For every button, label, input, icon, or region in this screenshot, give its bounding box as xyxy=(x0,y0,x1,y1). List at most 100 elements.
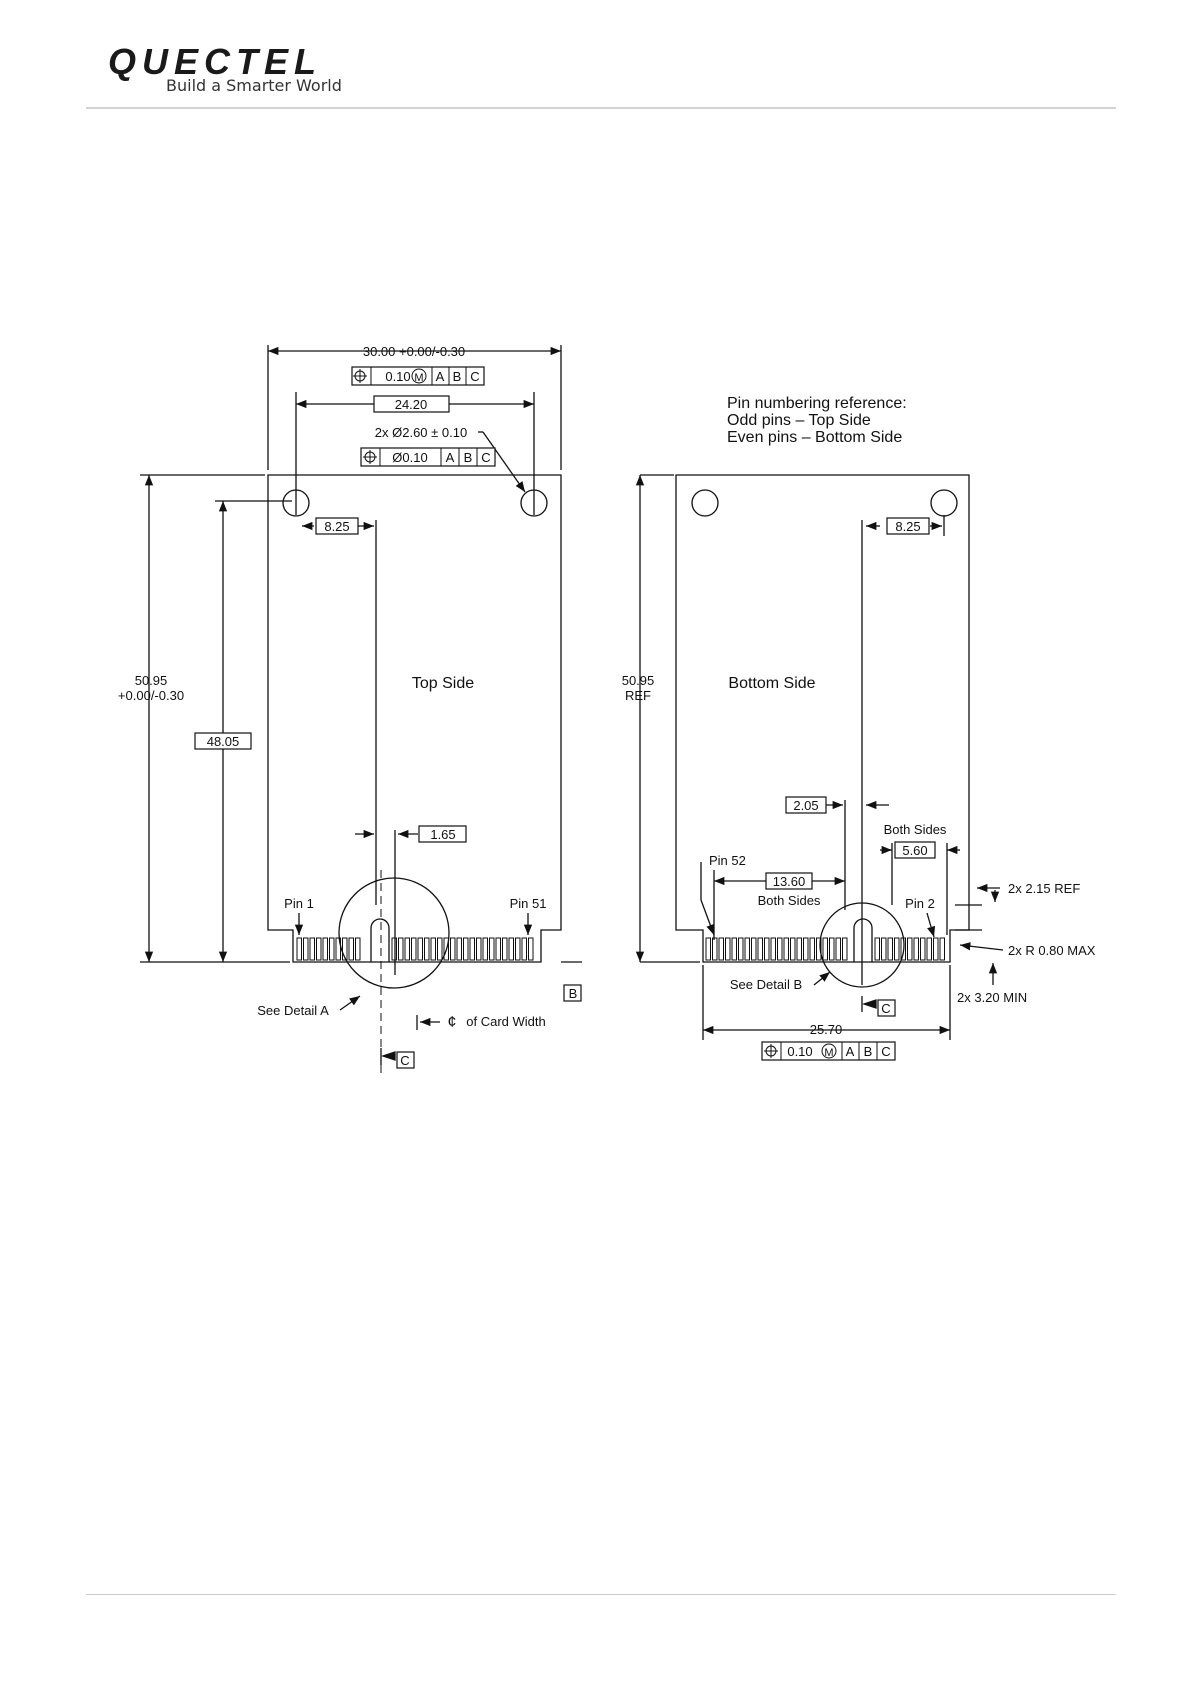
fcf-bottom-value: 0.10 xyxy=(787,1044,812,1059)
pin-51-label: Pin 51 xyxy=(510,896,547,911)
contact-finger xyxy=(521,937,527,961)
contact-finger xyxy=(424,937,430,961)
see-detail-a: See Detail A xyxy=(257,1003,329,1018)
top-side-label: Top Side xyxy=(412,675,474,692)
contact-finger xyxy=(495,937,501,961)
contact-finger xyxy=(712,937,718,961)
contact-finger xyxy=(355,937,361,961)
bottom-hole-left xyxy=(691,489,719,517)
pin-52-label: Pin 52 xyxy=(709,853,746,868)
contact-finger xyxy=(738,937,744,961)
bottom-height-dim-1: 50.95 xyxy=(622,673,655,688)
fcf-holes-datum-c: C xyxy=(481,450,490,465)
contact-finger xyxy=(796,937,802,961)
pin-2-label: Pin 2 xyxy=(905,896,935,911)
fcf-width-datum-b: B xyxy=(453,369,462,384)
fcf-width-datum-a: A xyxy=(436,369,445,384)
contact-finger xyxy=(450,937,456,961)
contact-finger xyxy=(783,937,789,961)
bottom-side-label: Bottom Side xyxy=(728,675,815,692)
contact-finger xyxy=(417,937,423,961)
top-card-outline xyxy=(267,474,562,963)
contact-finger xyxy=(939,937,945,961)
footer-divider xyxy=(86,1594,1116,1595)
bottom-card-outline xyxy=(675,474,970,963)
contact-finger xyxy=(515,937,521,961)
contact-finger xyxy=(411,937,417,961)
contact-finger xyxy=(476,937,482,961)
contact-finger xyxy=(881,937,887,961)
contact-finger xyxy=(391,937,397,961)
contact-finger xyxy=(456,937,462,961)
contact-finger xyxy=(398,937,404,961)
contact-finger xyxy=(463,937,469,961)
top-pin-contacts xyxy=(296,937,534,961)
contact-finger xyxy=(348,937,354,961)
contact-finger xyxy=(744,937,750,961)
fcf-holes-datum-b: B xyxy=(464,450,473,465)
contact-finger xyxy=(829,937,835,961)
contact-finger xyxy=(894,937,900,961)
pin-reference-title: Pin numbering reference: xyxy=(727,395,907,412)
quectel-logo: QUECTEL xyxy=(108,41,323,82)
contact-finger xyxy=(705,937,711,961)
contact-finger xyxy=(887,937,893,961)
pad-width: 5.60 xyxy=(902,843,927,858)
page-header: QUECTEL Build a Smarter World xyxy=(0,0,1191,115)
top-key-slot xyxy=(370,918,390,962)
top-hole-spacing: 24.20 xyxy=(395,397,428,412)
contact-finger xyxy=(316,937,322,961)
contact-finger xyxy=(822,937,828,961)
contact-finger xyxy=(900,937,906,961)
fcf-width-value: 0.10 xyxy=(385,369,410,384)
contact-finger xyxy=(842,937,848,961)
bottom-hole-offset: 8.25 xyxy=(895,519,920,534)
contact-finger xyxy=(329,937,335,961)
contact-finger xyxy=(718,937,724,961)
contact-finger xyxy=(309,937,315,961)
span-dim: 13.60 xyxy=(773,874,806,889)
bottom-key-offset: 2.05 xyxy=(793,798,818,813)
datum-c-top: C xyxy=(400,1053,409,1068)
contact-finger xyxy=(803,937,809,961)
datum-c-bottom: C xyxy=(881,1001,890,1016)
fcf-bottom-datum-b: B xyxy=(864,1044,873,1059)
contact-finger xyxy=(757,937,763,961)
contact-finger xyxy=(528,937,534,961)
pin-reference-even: Even pins – Bottom Side xyxy=(727,429,902,446)
contact-finger xyxy=(933,937,939,961)
contact-finger xyxy=(296,937,302,961)
top-hole-height: 48.05 xyxy=(207,734,240,749)
contact-finger xyxy=(790,937,796,961)
contact-finger xyxy=(469,937,475,961)
detail-a-circle xyxy=(338,877,450,989)
contact-finger xyxy=(809,937,815,961)
fcf-holes-datum-a: A xyxy=(446,450,455,465)
top-height-dim-2: +0.00/-0.30 xyxy=(118,688,184,703)
contact-finger xyxy=(303,937,309,961)
contact-finger xyxy=(508,937,514,961)
datum-b: B xyxy=(569,986,578,1001)
contact-finger xyxy=(725,937,731,961)
contact-finger xyxy=(913,937,919,961)
contact-finger xyxy=(482,937,488,961)
contact-finger xyxy=(777,937,783,961)
contact-finger xyxy=(443,937,449,961)
contact-finger xyxy=(502,937,508,961)
centerline-label: of Card Width xyxy=(466,1014,545,1029)
fcf-holes-value: Ø0.10 xyxy=(392,450,427,465)
top-width-dim: 30.00 +0.00/-0.30 xyxy=(363,344,465,359)
contact-finger xyxy=(816,937,822,961)
contact-finger xyxy=(835,937,841,961)
see-detail-b: See Detail B xyxy=(730,977,802,992)
bottom-pin-contacts xyxy=(705,937,945,961)
bottom-hole-right xyxy=(930,489,958,517)
contact-finger xyxy=(926,937,932,961)
bottom-key-slot xyxy=(853,918,873,962)
top-hole-offset: 8.25 xyxy=(324,519,349,534)
bottom-height-dim-2: REF xyxy=(625,688,651,703)
centerline-symbol: ¢ xyxy=(448,1014,457,1031)
fcf-bottom-datum-c: C xyxy=(881,1044,890,1059)
contact-finger xyxy=(437,937,443,961)
